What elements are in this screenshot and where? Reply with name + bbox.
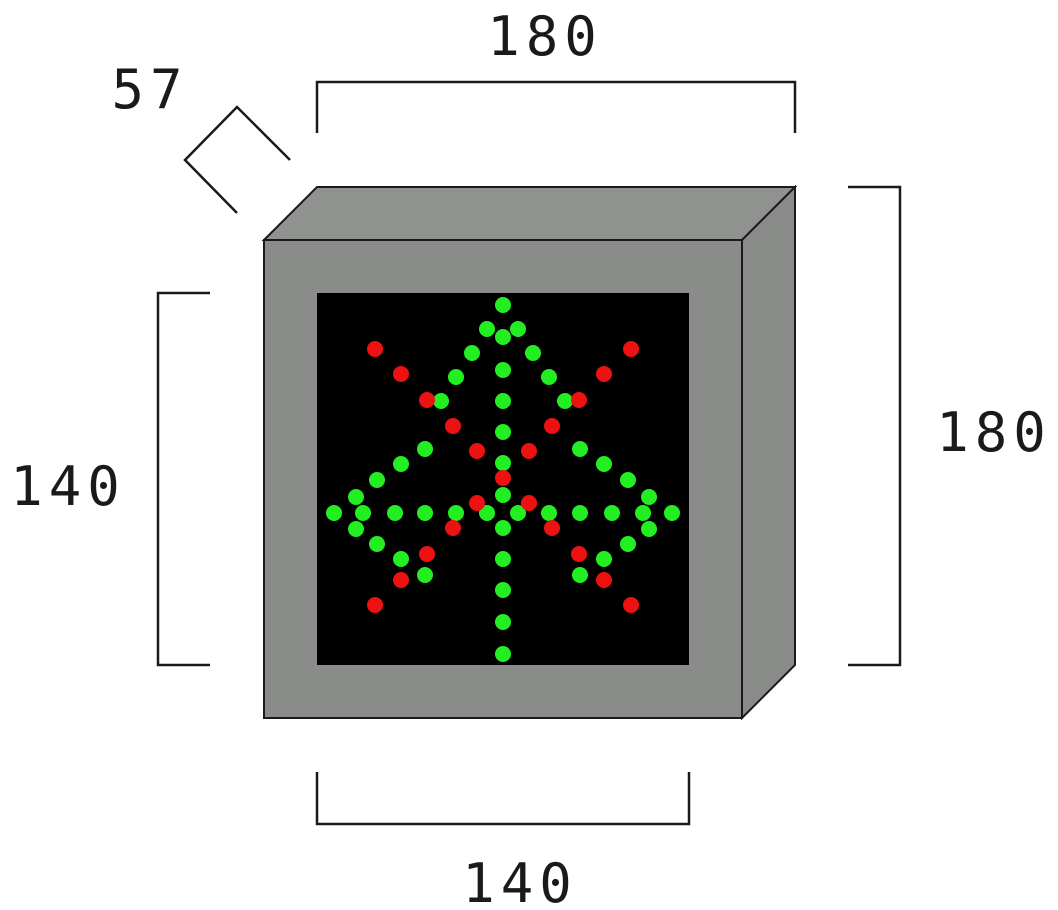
green-led [572, 441, 588, 457]
green-led [369, 536, 385, 552]
red-led [367, 597, 383, 613]
red-led [571, 546, 587, 562]
green-led [495, 646, 511, 662]
housing-side-face [741, 184, 796, 721]
green-led [464, 345, 480, 361]
green-led [479, 505, 495, 521]
green-led [448, 505, 464, 521]
green-led [355, 505, 371, 521]
green-led [596, 551, 612, 567]
red-led [544, 520, 560, 536]
red-led [571, 392, 587, 408]
green-led [510, 321, 526, 337]
green-led [495, 487, 511, 503]
green-led [495, 297, 511, 313]
red-led [596, 366, 612, 382]
green-led [604, 505, 620, 521]
right-height-label: 180 [936, 401, 1052, 464]
green-led [641, 521, 657, 537]
green-led [557, 393, 573, 409]
green-led [479, 321, 495, 337]
green-led [596, 456, 612, 472]
red-led [469, 443, 485, 459]
green-led [495, 614, 511, 630]
red-led [445, 418, 461, 434]
bottom-width-bracket [315, 772, 691, 826]
green-led [635, 505, 651, 521]
red-led [623, 597, 639, 613]
left-height-bracket [156, 291, 210, 667]
top-width-bracket [315, 80, 797, 133]
left-height-label: 140 [10, 455, 126, 518]
depth-label: 57 [111, 58, 188, 121]
red-led [393, 366, 409, 382]
green-led [393, 551, 409, 567]
red-led [521, 495, 537, 511]
green-led [417, 567, 433, 583]
green-led [448, 369, 464, 385]
green-led [433, 393, 449, 409]
green-led [495, 329, 511, 345]
right-height-bracket [848, 185, 902, 667]
top-width-label: 180 [487, 5, 603, 68]
green-led [417, 441, 433, 457]
bottom-width-label: 140 [462, 852, 578, 910]
green-led [664, 505, 680, 521]
red-led [521, 443, 537, 459]
green-led [495, 393, 511, 409]
green-led [348, 489, 364, 505]
red-led [367, 341, 383, 357]
green-led [495, 551, 511, 567]
housing-top-face [261, 186, 798, 241]
green-led [572, 567, 588, 583]
green-led [620, 472, 636, 488]
green-led [525, 345, 541, 361]
red-led [495, 470, 511, 486]
red-led [393, 572, 409, 588]
red-led [419, 546, 435, 562]
green-led [387, 505, 403, 521]
green-led [495, 520, 511, 536]
green-led [495, 362, 511, 378]
green-led [510, 505, 526, 521]
green-led [641, 489, 657, 505]
green-led [541, 369, 557, 385]
green-led [348, 521, 364, 537]
green-led [495, 424, 511, 440]
green-led-group [326, 297, 680, 662]
green-led [417, 505, 433, 521]
green-led [369, 472, 385, 488]
red-led [596, 572, 612, 588]
green-led [495, 582, 511, 598]
red-led [419, 392, 435, 408]
depth-bracket [183, 105, 291, 214]
red-led [544, 418, 560, 434]
green-led [393, 456, 409, 472]
green-led [495, 455, 511, 471]
red-led-group [367, 341, 639, 613]
red-led [445, 520, 461, 536]
green-led [326, 505, 342, 521]
green-led [620, 536, 636, 552]
green-led [572, 505, 588, 521]
green-led [541, 505, 557, 521]
red-led [623, 341, 639, 357]
red-led [469, 495, 485, 511]
